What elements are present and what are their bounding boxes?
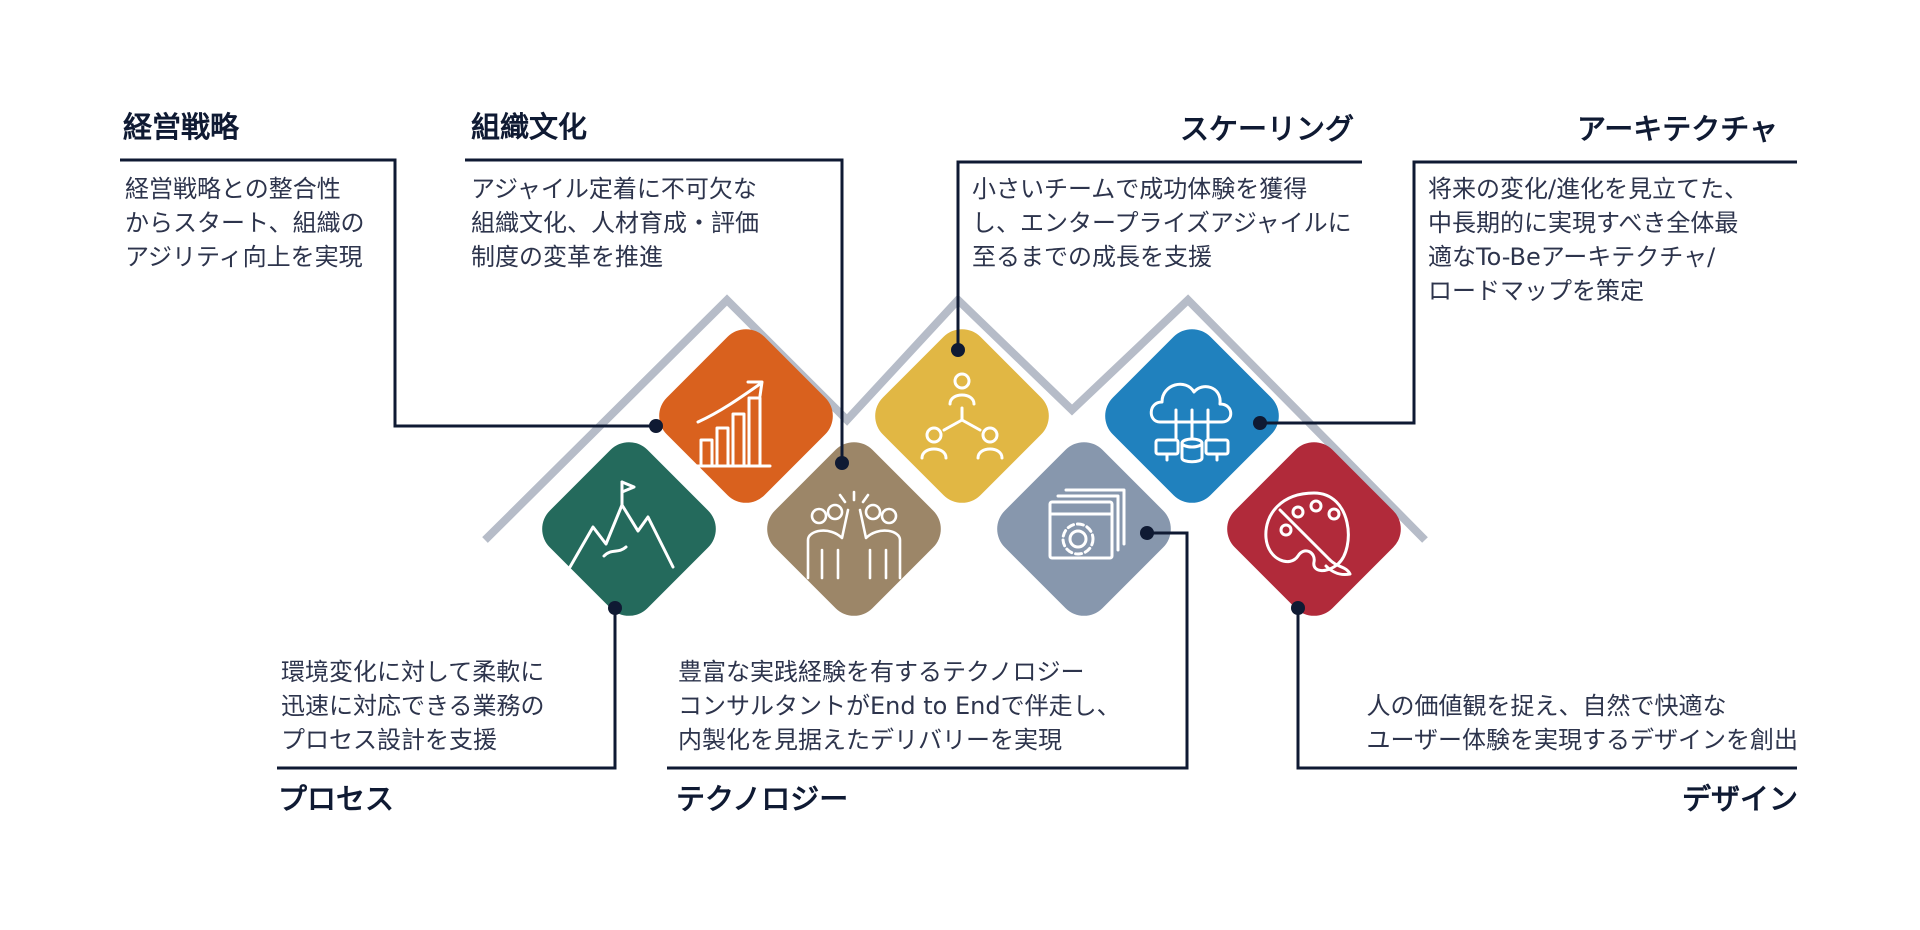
leader-technology (667, 531, 1189, 770)
palette-brush-icon (1264, 491, 1352, 576)
dot-keiei-senryaku (649, 419, 663, 433)
leader-design (1296, 608, 1797, 770)
desc-keiei-senryaku: 経営戦略との整合性 からスタート、組織の アジリティ向上を実現 (125, 172, 365, 274)
team-high-five-icon (806, 490, 902, 580)
desc-line: からスタート、組織の (125, 209, 365, 237)
desc-line: コンサルタントがEnd to Endで伴走し、 (678, 692, 1121, 720)
mountain-flag-icon (568, 480, 675, 569)
desc-scaling: 小さいチームで成功体験を獲得 し、エンタープライズアジャイルに 至るまでの成長を… (972, 172, 1352, 274)
desc-line: 迅速に対応できる業務の (281, 692, 545, 720)
desc-line: 内製化を見据えたデリバリーを実現 (678, 726, 1062, 754)
dot-soshiki-bunka (835, 456, 849, 470)
leader-soshiki-bunka (465, 158, 844, 463)
leader-process (277, 608, 617, 770)
dot-process (608, 601, 622, 615)
desc-soshiki-bunka: アジャイル定着に不可欠な 組織文化、人材育成・評価 制度の変革を推進 (471, 172, 759, 274)
title-architecture: アーキテクチャ (1577, 112, 1778, 146)
desc-line: 中長期的に実現すべき全体最 (1428, 209, 1739, 237)
browser-gear-icon (1048, 488, 1126, 560)
title-technology: テクノロジー (676, 782, 849, 816)
desc-technology: 豊富な実践経験を有するテクノロジー コンサルタントがEnd to Endで伴走し… (678, 655, 1121, 757)
leader-architecture (1260, 160, 1797, 425)
desc-line: プロセス設計を支援 (281, 726, 497, 754)
desc-line: ユーザー体験を実現するデザインを創出 (1366, 726, 1798, 754)
title-design: デザイン (1681, 782, 1798, 816)
desc-line: し、エンタープライズアジャイルに (972, 209, 1352, 237)
hierarchy-people-icon (920, 372, 1004, 460)
desc-line: 将来の変化/進化を見立てた、 (1428, 175, 1749, 203)
desc-line: 適なTo-Beアーキテクチャ/ (1428, 243, 1716, 271)
desc-line: 小さいチームで成功体験を獲得 (972, 175, 1308, 203)
desc-line: アジリティ向上を実現 (125, 243, 363, 271)
desc-line: 豊富な実践経験を有するテクノロジー (678, 658, 1085, 686)
desc-line: ロードマップを策定 (1428, 277, 1644, 305)
desc-architecture: 将来の変化/進化を見立てた、 中長期的に実現すべき全体最 適なTo-Beアーキテ… (1428, 172, 1748, 308)
diamond-keiei-senryaku (659, 329, 833, 503)
leader-keiei-senryaku (120, 158, 656, 428)
diamond-soshiki-bunka (767, 442, 941, 616)
diamond-technology (997, 442, 1171, 616)
title-scaling: スケーリング (1179, 112, 1354, 146)
leader-scaling (956, 160, 1362, 350)
title-keiei-senryaku: 経営戦略 (123, 110, 240, 144)
dot-design (1291, 601, 1305, 615)
desc-line: 制度の変革を推進 (471, 243, 663, 271)
dot-technology (1140, 526, 1154, 540)
diamond-design (1227, 442, 1401, 616)
desc-design: 人の価値観を捉え、自然で快適な ユーザー体験を実現するデザインを創出 (1366, 689, 1798, 757)
dot-scaling (951, 343, 965, 357)
desc-line: 環境変化に対して柔軟に (281, 658, 545, 686)
cloud-network-icon (1149, 382, 1233, 464)
title-process: プロセス (278, 782, 395, 816)
title-soshiki-bunka: 組織文化 (471, 110, 588, 144)
growth-chart-icon (692, 380, 772, 468)
desc-line: アジャイル定着に不可欠な (471, 175, 757, 203)
desc-line: 至るまでの成長を支援 (972, 243, 1212, 271)
desc-line: 人の価値観を捉え、自然で快適な (1366, 692, 1727, 720)
desc-line: 経営戦略との整合性 (125, 175, 341, 203)
dot-architecture (1253, 416, 1267, 430)
desc-line: 組織文化、人材育成・評価 (471, 209, 759, 237)
desc-process: 環境変化に対して柔軟に 迅速に対応できる業務の プロセス設計を支援 (281, 655, 545, 757)
diamond-process (542, 442, 716, 616)
